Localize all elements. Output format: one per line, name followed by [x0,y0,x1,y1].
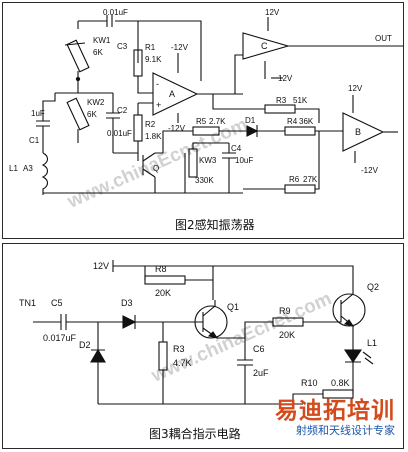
pos12-b: 12V [348,84,363,93]
c1-label: C1 [29,136,40,145]
c5-value: 0.017uF [43,333,77,343]
b-block-label: B [355,127,361,137]
q1-label: Q1 [227,302,239,312]
r6-value: 27K [303,175,318,184]
d1-label: D1 [245,116,256,125]
figure-3-panel: www.chinaEcnet.com 12V R8 20K TN1 C5 0.0… [2,243,404,449]
pos12-top: 12V [265,8,280,17]
svg-text:-: - [156,79,159,89]
r8-value: 20K [155,288,171,298]
r5-value: 2.7K [209,117,226,126]
tn1-label: TN1 [19,298,36,308]
vcc-label: 12V [93,261,109,271]
neg12-a: -12V [171,43,189,52]
c-block-label: C [261,41,268,51]
kw3-label: KW3 [199,156,217,165]
kw1-label: KW1 [93,36,111,45]
figure-2-caption: 图2感知振荡器 [175,217,255,232]
c1-value: 1uF [31,109,45,118]
d2-label: D2 [79,340,91,350]
svg-text:+: + [156,100,161,110]
r5-label: R5 [196,117,207,126]
r3-label: R3 [173,344,185,354]
brand-subtitle: 射频和天线设计专家 [296,424,395,437]
q2-label: Q2 [367,282,379,292]
brand-title: 易迪拓培训 [275,398,395,424]
r2-label: R2 [145,120,156,129]
c6-label: C6 [253,344,265,354]
r3-label: R3 [276,96,287,105]
c2-label: C2 [117,106,128,115]
l1-label: L1 [9,164,18,173]
c6-value: 2uF [253,368,269,378]
out-label: OUT [375,34,392,43]
l1-label: L1 [367,338,377,348]
r9-label: R9 [279,306,291,316]
neg12-b: -12V [168,124,186,133]
c4-label: C4 [231,144,242,153]
kw3-value: 330K [195,176,214,185]
brand-logo: 易迪拓培训 射频和天线设计专家 [245,398,395,444]
r4-value: 36K [299,117,314,126]
r3-value: 4.7K [173,358,192,368]
r10-label: R10 [301,378,318,388]
r6-label: R6 [289,175,300,184]
c4-value: 10uF [235,156,253,165]
a-block-label: A [169,89,175,99]
kw1-value: 6K [93,48,103,57]
c3-label: C3 [117,42,128,51]
r3-value: 51K [293,96,308,105]
c3-value: 0.01uF [103,8,128,17]
r9-value: 20K [279,330,295,340]
figure-2-panel: www.chinaEcnet.com 0.01uF C3 KW1 6K R1 9… [2,2,404,239]
kw2-value: 6K [87,110,97,119]
neg12-c: -12V [361,166,379,175]
oscillator-schematic: www.chinaEcnet.com 0.01uF C3 KW1 6K R1 9… [9,8,403,232]
c2-value: 0.01uF [107,129,132,138]
d3-label: D3 [121,298,133,308]
r10-value: 0.8K [331,378,350,388]
r8-label: R8 [155,264,167,274]
r1-label: R1 [145,43,156,52]
r4-label: R4 [287,117,298,126]
l1-value: A3 [23,164,33,173]
figure-3-caption: 图3耦合指示电路 [149,426,241,441]
kw2-label: KW2 [87,98,105,107]
q-label: Q [153,164,159,173]
r1-value: 9.1K [145,55,162,64]
c5-label: C5 [51,298,63,308]
coupling-indicator-schematic: www.chinaEcnet.com 12V R8 20K TN1 C5 0.0… [19,260,379,441]
r2-value: 1.8K [145,132,162,141]
pos12-c: 12V [278,74,293,83]
